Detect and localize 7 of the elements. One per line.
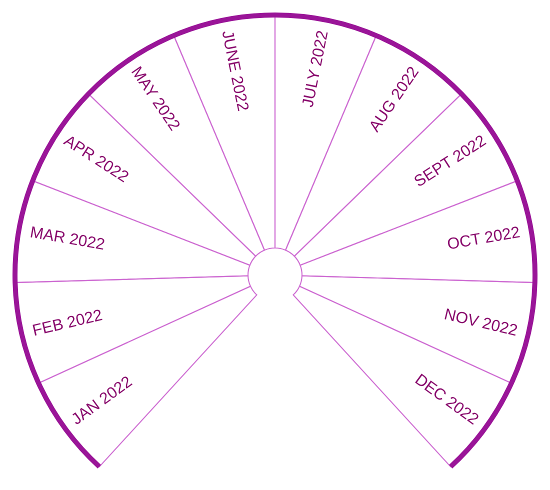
month-label: NOV 2022 xyxy=(442,306,520,340)
month-label: JUNE 2022 xyxy=(216,29,251,113)
month-label: APR 2022 xyxy=(60,132,132,188)
month-label: MAR 2022 xyxy=(28,224,106,254)
month-label: OCT 2022 xyxy=(446,224,522,254)
month-label: JULY 2022 xyxy=(300,29,334,109)
month-label: FEB 2022 xyxy=(30,306,104,340)
